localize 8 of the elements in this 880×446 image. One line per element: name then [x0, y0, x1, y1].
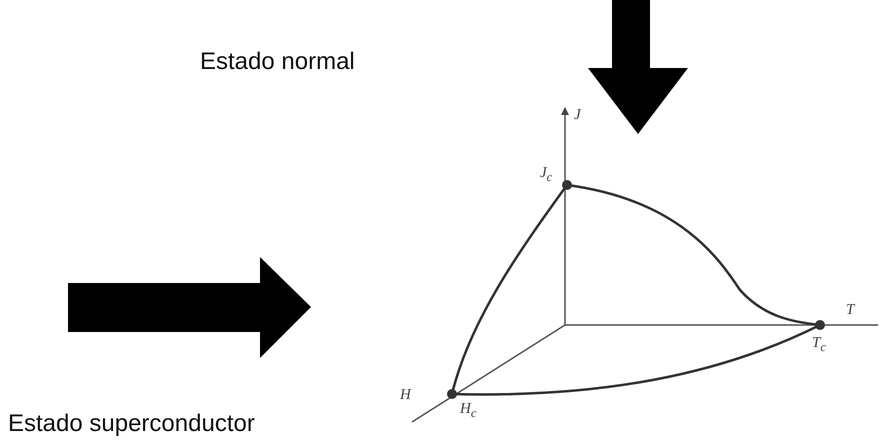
axis-label: J: [574, 108, 581, 123]
point-label: H$_{c}$: [460, 402, 476, 420]
point-label: T$_{c}$: [812, 336, 826, 354]
axis-label: T: [846, 303, 854, 318]
point-label: J$_{c}$: [540, 166, 552, 184]
state-label: Estado normal: [200, 50, 355, 74]
axis-label: H: [400, 388, 411, 403]
state-label: Estado superconductor: [8, 412, 255, 436]
